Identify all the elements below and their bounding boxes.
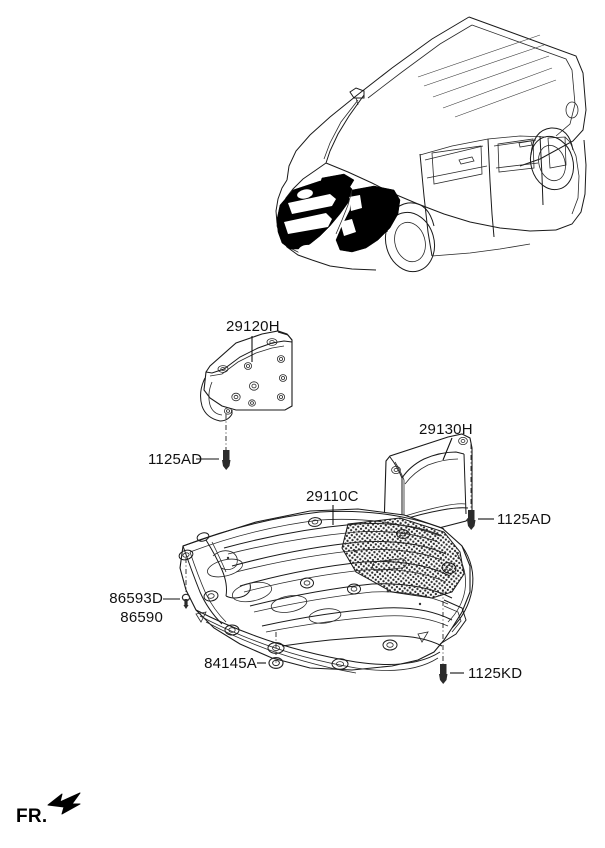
fastener-86593D[interactable] [163,558,191,609]
part-label-86590[interactable]: 86590 [120,609,163,626]
fastener-84145A[interactable] [257,632,284,669]
front-direction-label: FR. [16,806,48,827]
fastener-1125AD-left[interactable] [196,414,231,470]
part-label-1125AD-left[interactable]: 1125AD [148,451,203,468]
part-label-86593D[interactable]: 86593D [109,590,163,607]
leader-29130H [442,437,453,461]
vehicle-highlight-region [276,173,401,256]
bolt-icon [439,664,448,684]
part-label-1125KD[interactable]: 1125KD [468,665,523,682]
part-label-29130H[interactable]: 29130H [419,421,473,438]
fastener-1125AD-right[interactable] [467,444,494,530]
part-label-29120H[interactable]: 29120H [226,318,280,335]
bolt-icon [222,450,231,470]
fastener-1125KD[interactable] [439,590,464,684]
part-label-84145A[interactable]: 84145A [204,655,257,672]
clip-icon [181,593,191,609]
part-label-1125AD-right[interactable]: 1125AD [497,511,552,528]
bolt-icon [467,510,476,530]
grommet-icon [268,656,284,669]
part-label-29110C[interactable]: 29110C [306,488,359,505]
vehicle-body-outline [275,16,587,273]
